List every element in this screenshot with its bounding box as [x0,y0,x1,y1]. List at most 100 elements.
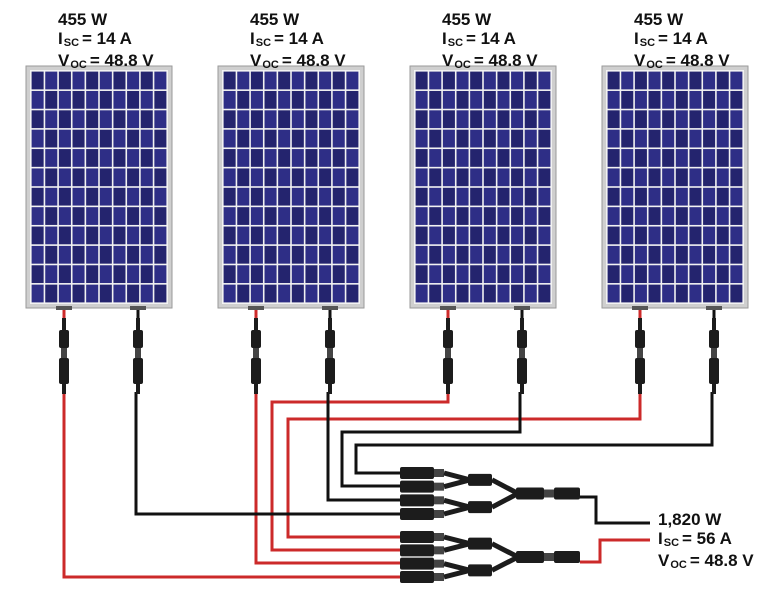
solar-cell [127,207,140,225]
positive-combiner [400,531,580,583]
solar-cell [456,226,469,245]
solar-cell [415,129,428,148]
solar-cell [538,129,551,148]
solar-cell [524,284,537,303]
solar-cell [319,187,332,206]
negative-combiner [400,467,580,520]
solar-cell [31,207,44,225]
solar-cell [332,245,345,264]
branch-nut [434,573,444,581]
connectors-layer [59,318,719,583]
solar-cell [716,168,729,187]
cable-gland [520,318,524,330]
solar-cell [319,168,332,187]
solar-cell [470,187,483,206]
output-negative-wire [580,495,650,525]
solar-cell [332,110,345,129]
solar-cell [31,90,44,109]
solar-cell [497,265,510,284]
solar-cell [332,168,345,187]
solar-cell [483,284,496,303]
solar-cell [607,71,620,90]
solar-cell [703,129,716,148]
panel-4-positive-wire [286,392,642,539]
solar-cell [456,90,469,109]
panel-2-negative-connector [325,318,335,394]
panel-4-positive-connector [635,318,645,394]
solar-cell [264,207,277,225]
solar-cell [511,110,524,129]
solar-cell [140,110,153,129]
panel-2-power: 455 W [250,10,300,29]
mc4-housing-mate [517,358,527,384]
panel-1-power: 455 W [58,10,108,29]
solar-cell [607,245,620,264]
solar-cell [58,207,71,225]
solar-cell [31,110,44,129]
solar-cell [305,71,318,90]
solar-cell [332,90,345,109]
solar-cell [662,187,675,206]
solar-cell [278,90,291,109]
solar-cell [72,187,85,206]
solar-cell [58,265,71,284]
solar-cell [497,207,510,225]
solar-cell [237,71,250,90]
solar-cell [72,129,85,148]
solar-cell [291,207,304,225]
mc4-nut [519,348,525,358]
solar-cell [662,90,675,109]
solar-cell [237,187,250,206]
solar-cell [237,168,250,187]
solar-cell [237,129,250,148]
solar-cell [250,226,263,245]
solar-cell [31,71,44,90]
solar-cell [250,245,263,264]
solar-cell [99,226,112,245]
solar-cell [113,245,126,264]
mc4-housing [325,330,335,348]
solar-cell [99,71,112,90]
voc-symbol: V [658,551,670,570]
solar-cell [429,168,442,187]
y-branch-arm [443,470,480,490]
panel-3-negative-connector [517,318,527,394]
solar-cell [154,226,167,245]
solar-cell [264,245,277,264]
voc-subscript: OC [454,59,471,71]
voc-subscript: OC [646,59,663,71]
solar-cell [634,226,647,245]
solar-cell [442,207,455,225]
solar-cell [442,226,455,245]
solar-cell [634,284,647,303]
solar-cell [127,187,140,206]
solar-cell [415,265,428,284]
solar-cell [511,245,524,264]
solar-cell [86,226,99,245]
solar-cell [99,284,112,303]
solar-cell [45,187,58,206]
solar-cell [621,187,634,206]
isc-value: = 56 A [682,529,732,548]
solar-cell [319,71,332,90]
solar-cell [127,90,140,109]
solar-cell [483,245,496,264]
solar-cell [675,149,688,167]
solar-cell [648,149,661,167]
solar-cell [127,168,140,187]
solar-cell [511,265,524,284]
solar-cell [415,284,428,303]
solar-cell [607,226,620,245]
solar-cell [31,129,44,148]
solar-cell [140,129,153,148]
solar-cell [237,284,250,303]
solar-cell [223,90,236,109]
solar-cell [223,187,236,206]
solar-cell [237,265,250,284]
solar-cell [113,207,126,225]
solar-cell [346,168,359,187]
solar-cell [621,149,634,167]
isc-subscript: SC [63,37,80,49]
solar-cell [45,226,58,245]
cable-gland [446,318,450,330]
